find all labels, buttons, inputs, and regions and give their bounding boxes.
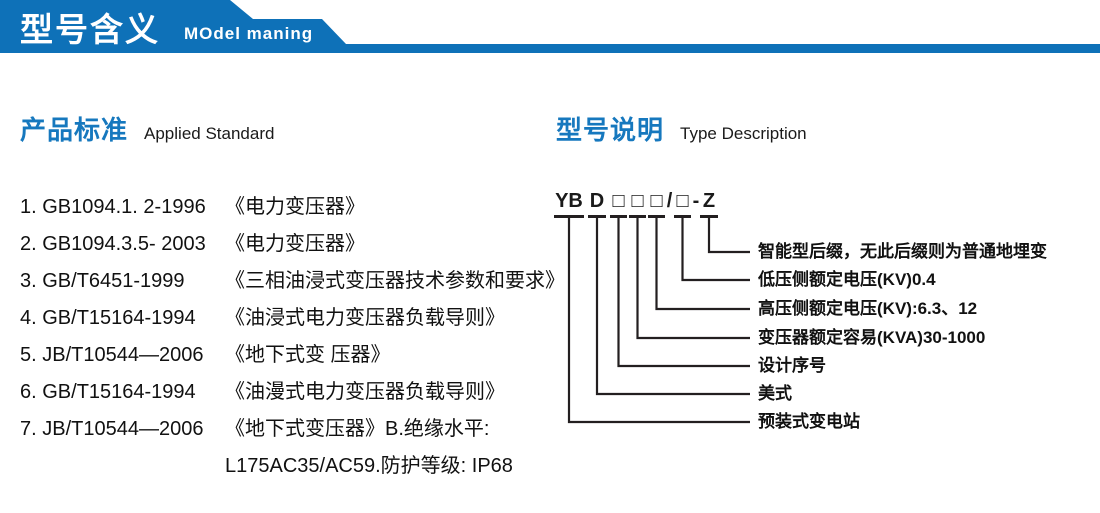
standard-code: 7. JB/T10544—2006 [20,418,204,440]
standard-code: 4. GB/T15164-1994 [20,307,196,329]
connector-line-yb [567,218,750,424]
standard-title: 《油浸式电力变压器负载导则》 [225,307,505,329]
standard-item: 1. GB1094.1. 2-1996 《电力变压器》 [20,196,565,219]
diagram-label-suffix: 智能型后缀，无此后缀则为普通地埋变 [758,242,1047,261]
standard-title: 《地下式变 压器》 [225,344,391,366]
page-subtitle: MOdel maning [184,24,314,43]
standard-title: 《三相油浸式变压器技术参数和要求》 [225,270,565,292]
model-code-part-dash: - [692,190,700,212]
model-code-part-slash: / [666,190,673,212]
standard-title: L175AC35/AC59.防护等级: IP68 [225,455,513,477]
standards-heading-zh: 产品标准 [20,115,129,145]
standard-code: 1. GB1094.1. 2-1996 [20,196,206,218]
model-code-part-box1: □ [610,190,627,218]
standard-title: 《油漫式电力变压器负载导则》 [225,381,505,403]
page-title: 型号含义 [20,11,160,48]
standards-list: 1. GB1094.1. 2-1996 《电力变压器》 2. GB1094.3.… [20,196,565,478]
connector-lines [567,218,750,424]
model-code-part-d: D [588,190,606,218]
standard-item-continuation: L175AC35/AC59.防护等级: IP68 [20,455,565,478]
connector-line-box1 [617,218,750,368]
model-code-part-box2: □ [629,190,646,218]
standard-code: 3. GB/T6451-1999 [20,270,185,292]
standard-title: 《电力变压器》 [225,196,365,218]
diagram-label-design-serial: 设计序号 [758,356,826,375]
model-code-part-yb: YB [554,190,584,218]
diagram-label-prefab: 预装式变电站 [758,412,860,431]
standard-code [20,455,225,478]
page-banner: 型号含义 MOdel maning [0,0,1100,53]
standard-title: 《地下式变压器》B.绝缘水平: [225,418,490,440]
model-code-part-z: Z [700,190,718,218]
model-section-heading: 型号说明 Type Description [556,110,807,147]
standard-code: 6. GB/T15164-1994 [20,381,196,403]
connector-line-z [707,218,750,254]
connector-line-box3 [655,218,750,311]
model-heading-en: Type Description [680,124,807,143]
standard-title: 《电力变压器》 [225,233,365,255]
diagram-label-american: 美式 [758,384,792,403]
standards-heading-en: Applied Standard [144,124,275,143]
connector-line-d [595,218,750,396]
connector-line-box4 [681,218,750,282]
model-heading-zh: 型号说明 [556,115,665,145]
diagram-label-lv-voltage: 低压侧额定电压(KV)0.4 [758,270,936,289]
model-code-part-box3: □ [648,190,665,218]
standard-code: 2. GB1094.3.5- 2003 [20,233,206,255]
standard-item: 4. GB/T15164-1994 《油浸式电力变压器负载导则》 [20,307,565,330]
standard-item: 3. GB/T6451-1999 《三相油浸式变压器技术参数和要求》 [20,270,565,293]
standard-item: 2. GB1094.3.5- 2003 《电力变压器》 [20,233,565,256]
model-code-part-box4: □ [674,190,691,218]
standards-section-heading: 产品标准 Applied Standard [20,110,274,147]
connector-line-box2 [636,218,750,340]
standard-code: 5. JB/T10544—2006 [20,344,204,366]
model-code-diagram: YB D □ □ □ / □ - Z 智能型后缀，无此后缀则为普通地埋变 低压侧… [550,190,1098,500]
diagram-label-hv-voltage: 高压侧额定电压(KV):6.3、12 [758,299,978,318]
standard-item: 7. JB/T10544—2006 《地下式变压器》B.绝缘水平: [20,418,565,441]
standard-item: 6. GB/T15164-1994 《油漫式电力变压器负载导则》 [20,381,565,404]
diagram-label-capacity: 变压器额定容易(KVA)30-1000 [758,328,986,347]
standard-item: 5. JB/T10544—2006 《地下式变 压器》 [20,344,565,367]
